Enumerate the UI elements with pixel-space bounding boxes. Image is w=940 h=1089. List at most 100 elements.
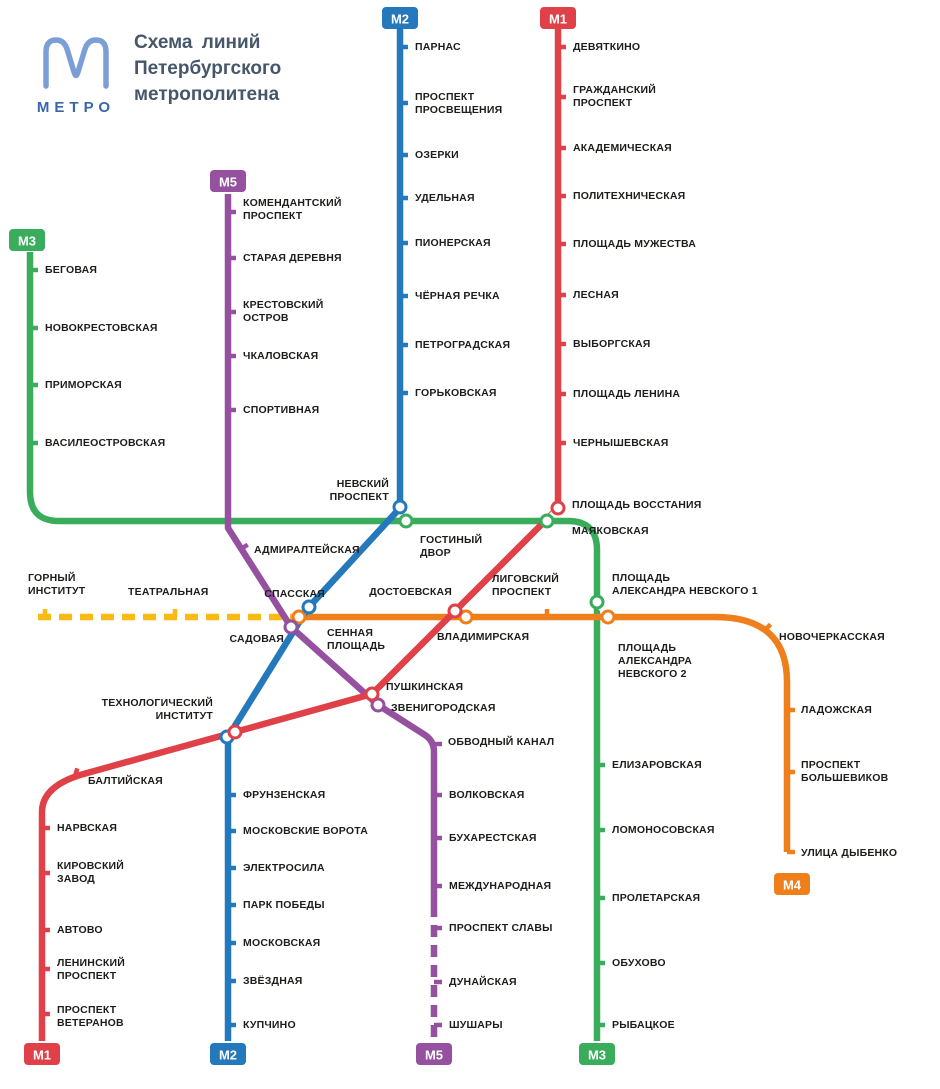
line-badge-m5: [416, 1043, 452, 1065]
station-label: ПРОЛЕТАРСКАЯ: [612, 892, 700, 904]
station-label: ВОЛКОВСКАЯ: [449, 789, 524, 801]
station-label: ЗВЕНИГОРОДСКАЯ: [391, 702, 496, 714]
line-m4: [299, 613, 791, 852]
line-badge-label: М4: [783, 878, 802, 893]
line-badge-m3: [579, 1043, 615, 1065]
line-badge-label: М2: [391, 12, 409, 27]
map-header: МЕТРО Схема линий Петербургского метропо…: [28, 30, 281, 116]
station-tick: [72, 767, 80, 777]
station-label: ДОСТОЕВСКАЯ: [369, 586, 452, 598]
station-label: ШУШАРЫ: [449, 1019, 503, 1031]
station-label: ПЛОЩАДЬ ЛЕНИНА: [573, 388, 680, 400]
station-label: ЕЛИЗАРОВСКАЯ: [612, 759, 702, 771]
transfer-station-marker: [364, 686, 380, 702]
line-m5: [224, 194, 438, 905]
transfer-station-marker: [550, 500, 566, 516]
station-label: ГОРЬКОВСКАЯ: [415, 387, 497, 399]
station-label: СПОРТИВНАЯ: [243, 404, 319, 416]
station-label: БАЛТИЙСКАЯ: [88, 774, 163, 787]
station-label: МЕЖДУНАРОДНАЯ: [449, 880, 551, 892]
station-label: ПОЛИТЕХНИЧЕСКАЯ: [573, 190, 685, 202]
transfer-station-marker: [370, 697, 386, 713]
station-label: ПЕТРОГРАДСКАЯ: [415, 339, 510, 351]
transfer-station-marker: [291, 609, 307, 625]
station-label: ЛАДОЖСКАЯ: [801, 704, 872, 716]
transfer-station-marker: [589, 594, 605, 610]
line-m1: [38, 28, 562, 1041]
station-label: КУПЧИНО: [243, 1019, 296, 1031]
station-label: ОЗЕРКИ: [415, 149, 459, 161]
station-label: АКАДЕМИЧЕСКАЯ: [573, 142, 672, 154]
station-label: МОСКОВСКИЕ ВОРОТА: [243, 825, 368, 837]
line-badge-m2: [382, 7, 418, 29]
transfer-station-marker: [283, 619, 299, 635]
station-label: НАРВСКАЯ: [57, 822, 117, 834]
station-label: ФРУНЗЕНСКАЯ: [243, 789, 325, 801]
station-tick: [239, 542, 249, 551]
station-label: ЛОМОНОСОВСКАЯ: [612, 824, 715, 836]
line-badge-m1: [540, 7, 576, 29]
line-badge-m3: [9, 229, 45, 251]
line-badge-label: М2: [219, 1048, 237, 1063]
station-label: ТЕАТРАЛЬНАЯ: [128, 586, 209, 598]
station-label: ЛЕСНАЯ: [573, 289, 619, 301]
transfer-station-marker: [392, 499, 408, 515]
transfer-station-marker: [600, 609, 616, 625]
transfer-station-marker: [539, 513, 555, 529]
station-label: УДЕЛЬНАЯ: [415, 192, 475, 204]
station-label: ПАРК ПОБЕДЫ: [243, 899, 325, 911]
station-tick: [763, 622, 773, 632]
station-label: ДУНАЙСКАЯ: [449, 975, 517, 988]
map-title: Схема линий Петербургского метрополитена: [134, 30, 281, 108]
station-label: ЧЁРНАЯ РЕЧКА: [415, 289, 500, 302]
transfer-station-marker: [301, 599, 317, 615]
station-label: НОВОКРЕСТОВСКАЯ: [45, 322, 158, 334]
station-label: ЗВЁЗДНАЯ: [243, 974, 303, 987]
station-label: НОВОЧЕРКАССКАЯ: [779, 631, 885, 643]
line-badge-m5: [210, 170, 246, 192]
line-badge-label: М1: [33, 1048, 51, 1063]
station-label: ПУШКИНСКАЯ: [386, 681, 463, 693]
transfer-station-marker: [227, 724, 243, 740]
station-label: ПРОСПЕКТ СЛАВЫ: [449, 922, 553, 934]
station-label: РЫБАЦКОЕ: [612, 1019, 675, 1031]
transfer-station-marker: [447, 603, 463, 619]
station-label: ОБУХОВО: [612, 957, 666, 969]
metro-logo-icon: [43, 37, 109, 89]
transfer-station-marker: [398, 513, 414, 529]
metro-logo: МЕТРО: [28, 30, 124, 116]
station-label: МАЯКОВСКАЯ: [572, 525, 649, 537]
station-label: ЧЕРНЫШЕВСКАЯ: [573, 437, 669, 449]
station-label: ДЕВЯТКИНО: [573, 41, 640, 53]
station-label: ПРИМОРСКАЯ: [45, 379, 122, 391]
station-label: ЧКАЛОВСКАЯ: [243, 350, 318, 362]
station-label: ВАСИЛЕОСТРОВСКАЯ: [45, 437, 165, 449]
line-badge-m2: [210, 1043, 246, 1065]
station-label: УЛИЦА ДЫБЕНКО: [801, 847, 897, 859]
line-badge-label: М3: [18, 234, 36, 249]
station-label: СПАССКАЯ: [264, 588, 325, 600]
line-badge-m4: [774, 873, 810, 895]
map-title-line2: Петербургского: [134, 58, 282, 79]
line-badge-label: М3: [588, 1048, 606, 1063]
transfer-station-marker: [458, 609, 474, 625]
line-m3: [26, 252, 601, 1041]
station-label: ВЛАДИМИРСКАЯ: [437, 631, 529, 643]
map-title-line1: Схема линий: [134, 32, 261, 53]
metro-logo-label: МЕТРО: [36, 99, 116, 116]
station-label: ВЫБОРГСКАЯ: [573, 338, 651, 350]
